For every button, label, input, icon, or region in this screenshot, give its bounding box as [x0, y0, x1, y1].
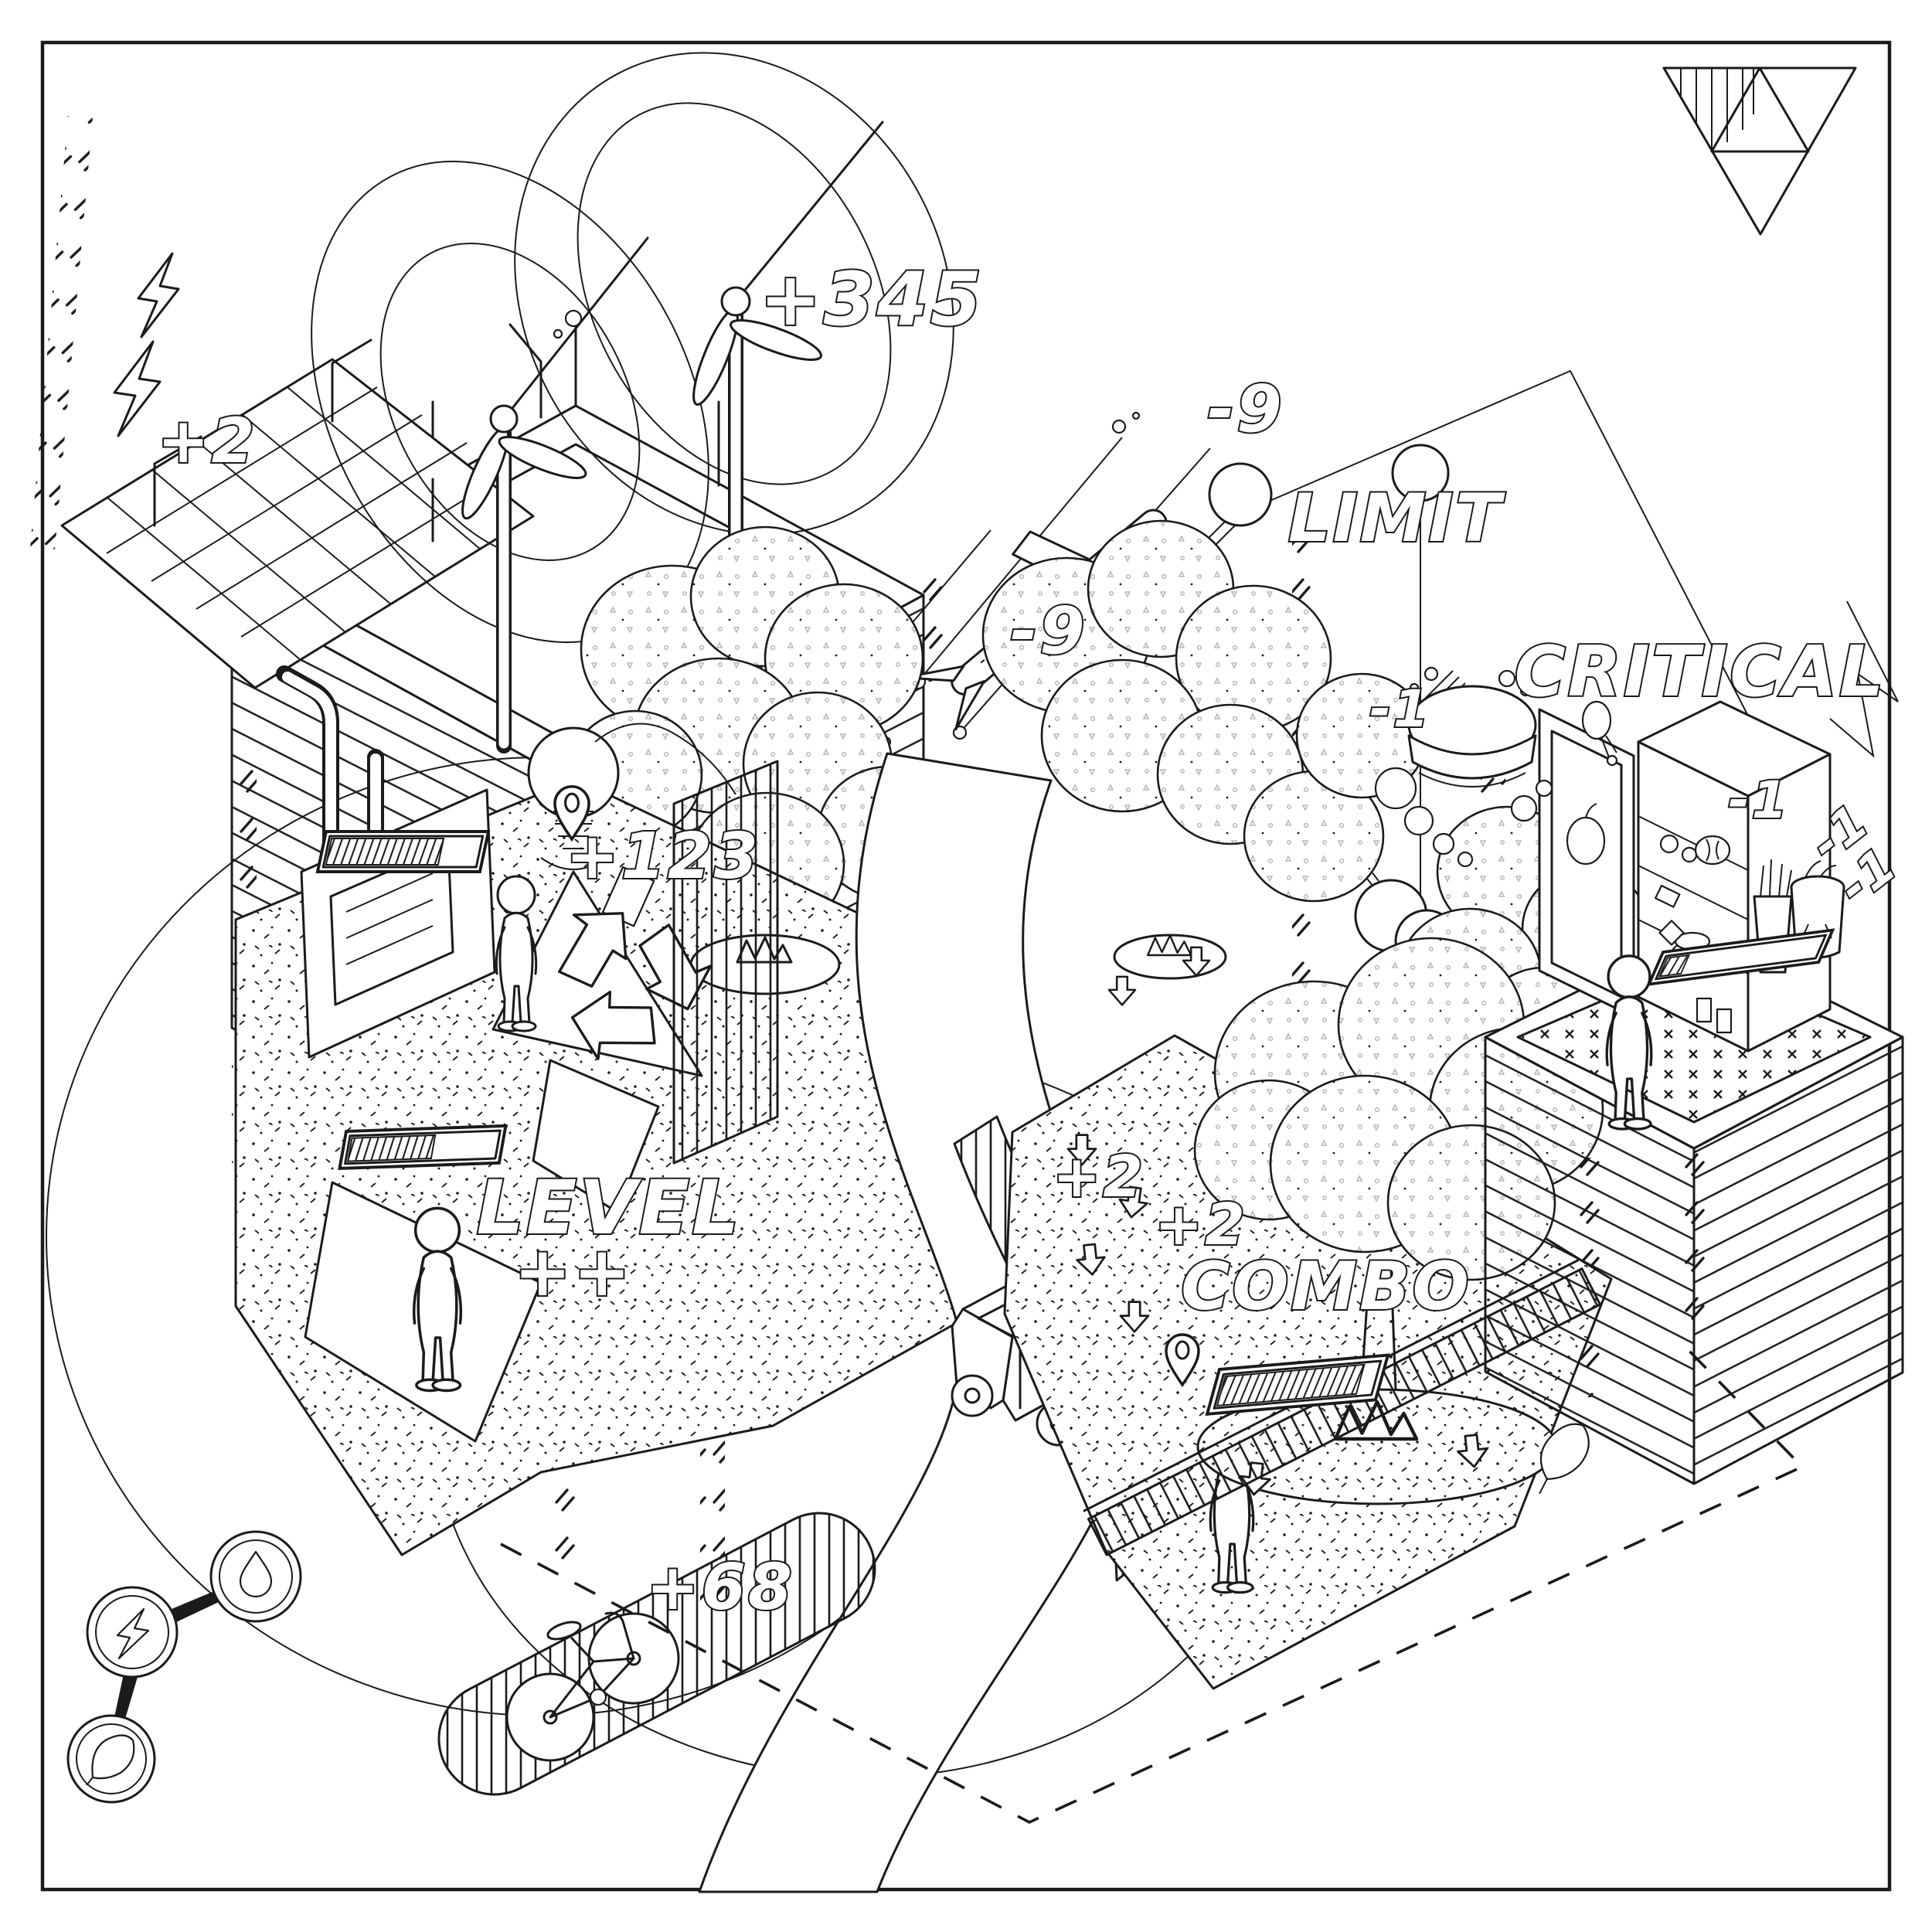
food-penalty-b-label: -1: [1728, 770, 1789, 830]
level-label: LEVEL: [477, 1165, 742, 1251]
wire: [594, 723, 736, 795]
level-increment-label: ++: [514, 1232, 632, 1311]
lightning-icon: [86, 1586, 179, 1679]
wind-bonus-label: +345: [760, 257, 984, 342]
progress-bar-factory: [315, 830, 491, 873]
leaf-decal: [1539, 1423, 1590, 1495]
tree-cluster-middle: [981, 519, 1428, 903]
plane-penalty-low-label: -9: [1010, 593, 1087, 668]
bike-bonus-label: +68: [646, 1551, 794, 1624]
leaf-icon: [66, 1714, 156, 1804]
eco-badges: [66, 1530, 302, 1804]
drumstick: [1581, 700, 1618, 767]
idea-bonus-label: +123: [566, 820, 760, 893]
solar-bonus-label: +2: [158, 405, 257, 477]
panel-mount-rods: [153, 323, 543, 543]
turbine-mast-left: [461, 236, 649, 753]
hud-labels: +2 +345 -9 -9 LIMIT CRITICAL -1 -1 -1 -1…: [156, 256, 1910, 1626]
zone-dashed-outline: [500, 1343, 1805, 1825]
combo-label: COMBO: [1181, 1248, 1471, 1325]
garden-bonus-b-label: +2: [1155, 1192, 1247, 1258]
plane-penalty-high-label: -9: [1207, 371, 1284, 447]
logo-hatch: [1680, 68, 1754, 151]
fast-food-burger: [1374, 666, 1553, 868]
limit-label: LIMIT: [1288, 480, 1505, 557]
kitchen-building-right-face: [1692, 1036, 1904, 1485]
critical-label: CRITICAL: [1515, 631, 1886, 713]
food-penalty-a-label: -1: [1369, 679, 1430, 739]
progress-bar-kitchen: [1646, 928, 1835, 986]
progress-bar-pit: [338, 1124, 508, 1171]
progress-bar-garden: [1205, 1353, 1390, 1416]
bike-lane: [437, 1512, 876, 1796]
garden-bonus-a-label: +2: [1053, 1144, 1145, 1210]
bicycle: [505, 1611, 680, 1762]
water-drop-icon: [209, 1530, 302, 1623]
lightning-bolts: [113, 252, 180, 437]
pumpkin: [1694, 835, 1731, 866]
triangle-logo: [1662, 66, 1857, 236]
pepper-on-door: [1566, 816, 1606, 866]
